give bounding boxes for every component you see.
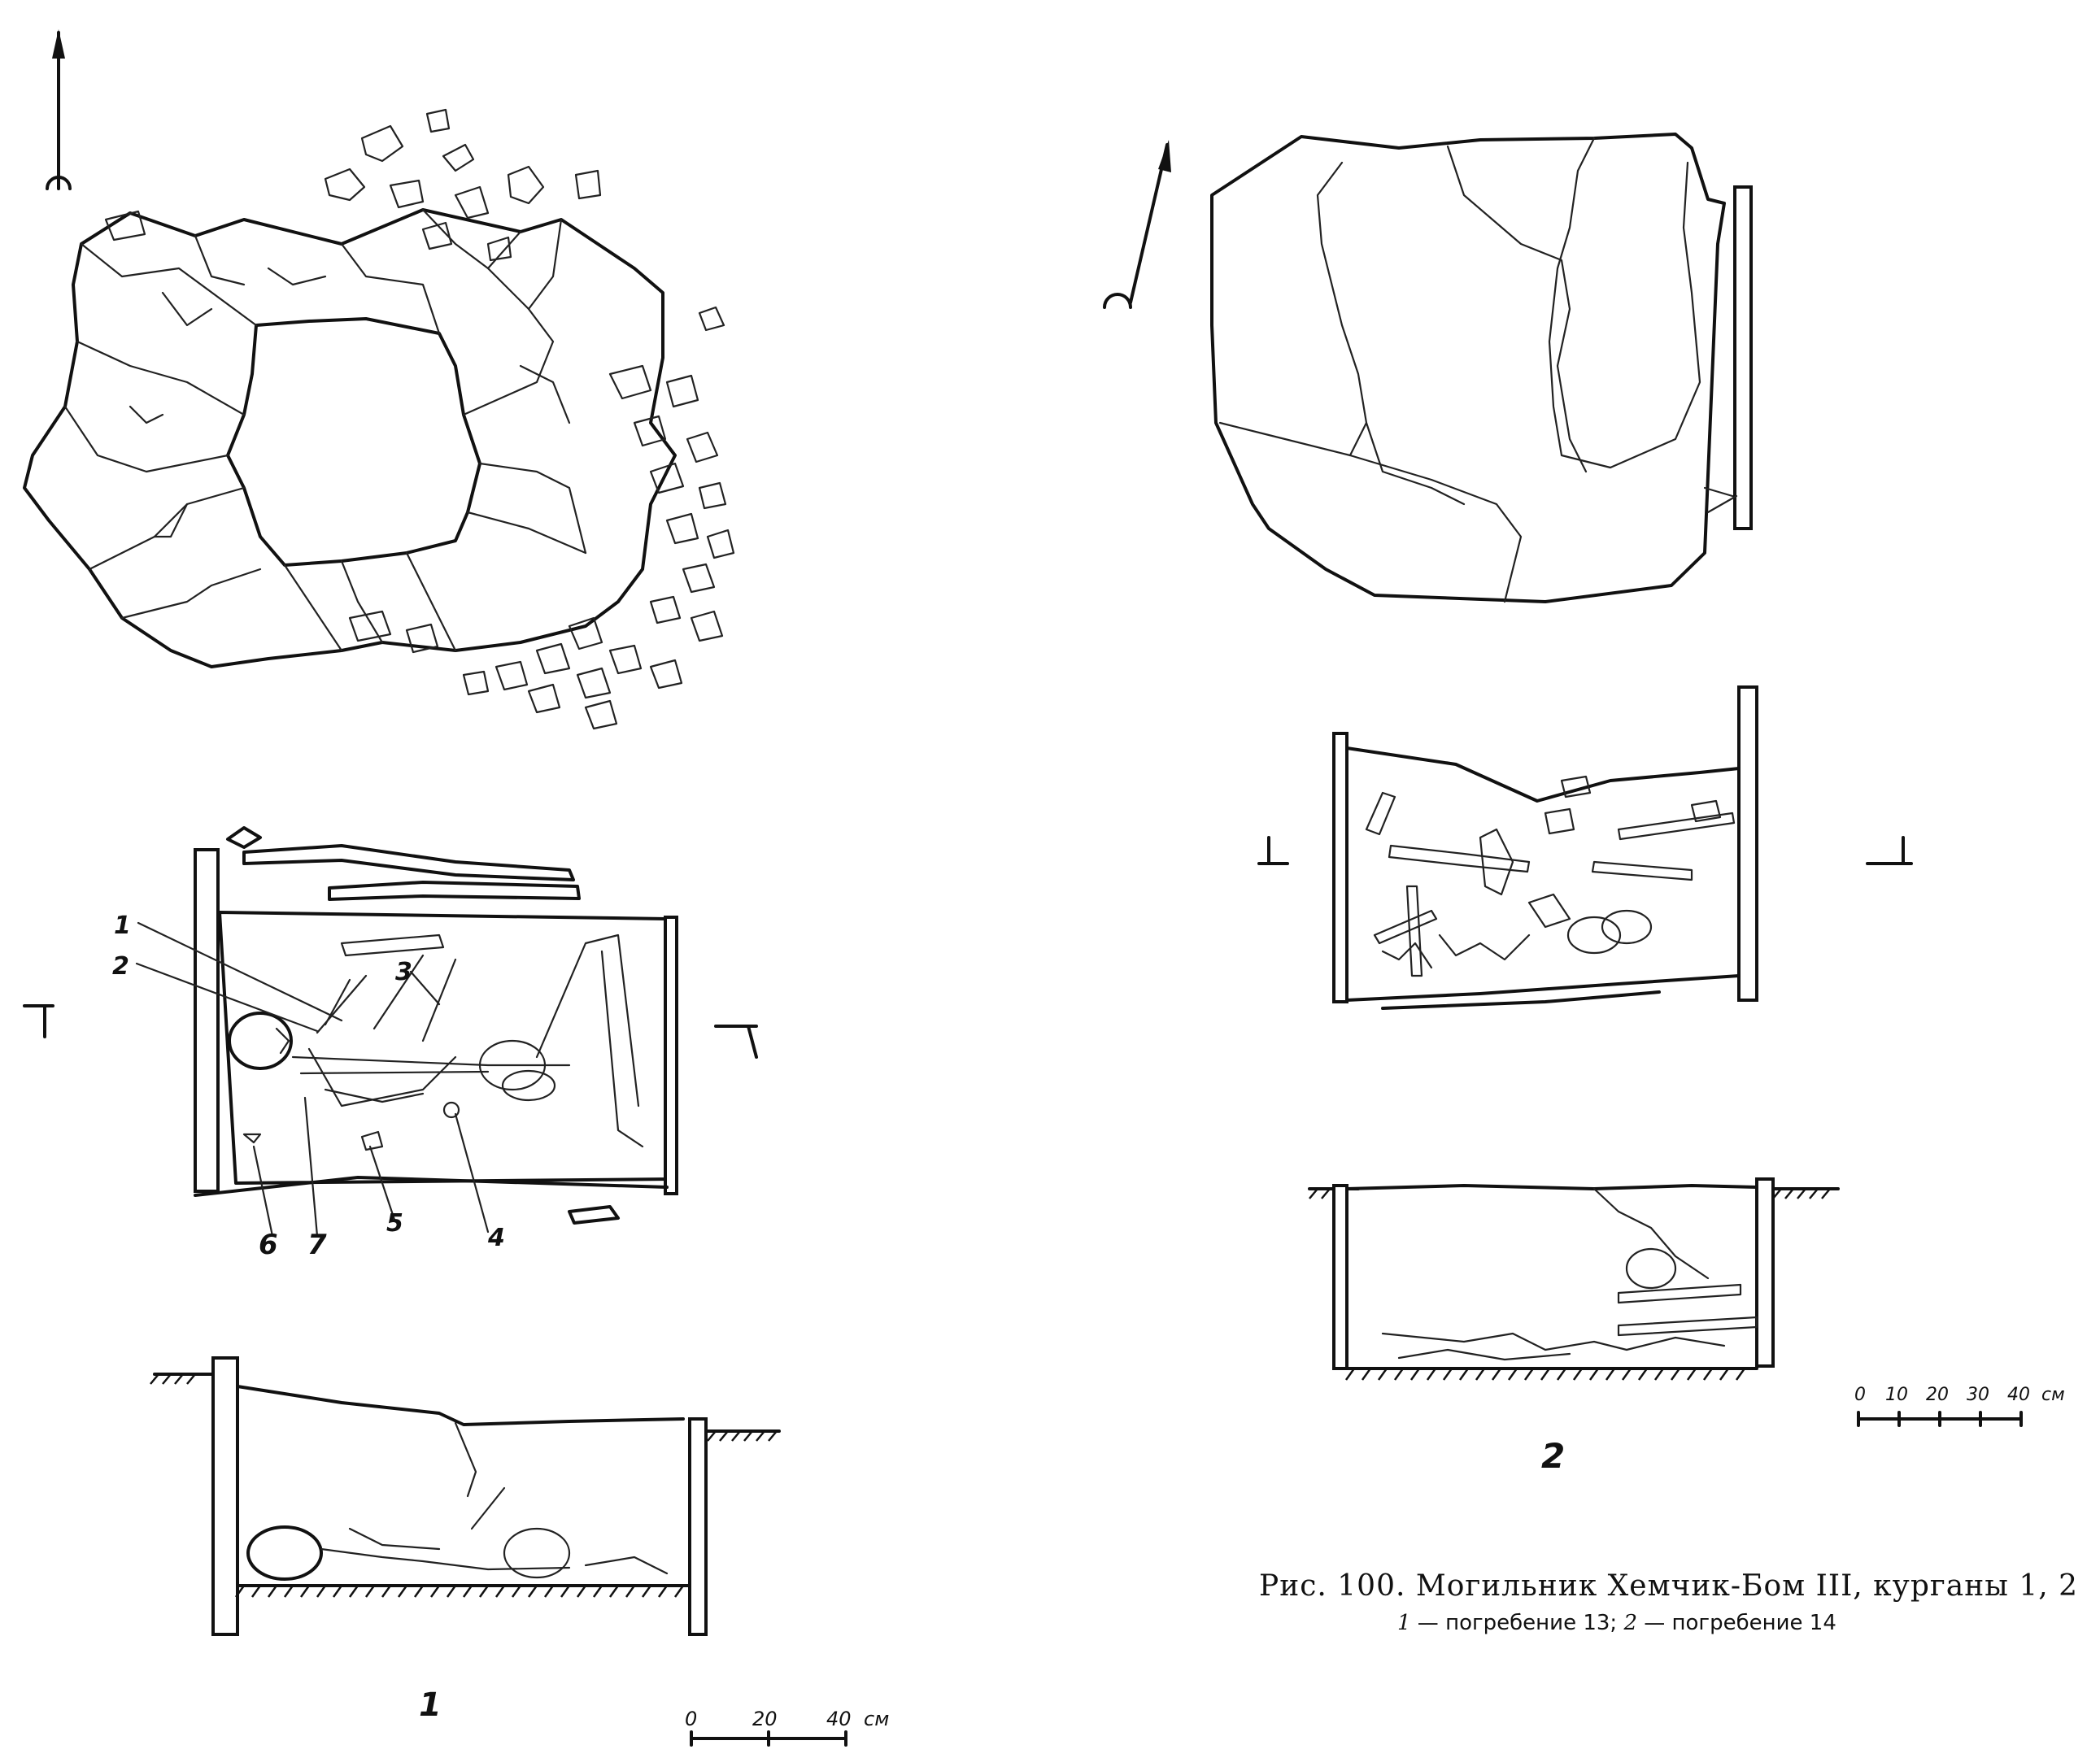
callout-1: 1	[114, 912, 131, 940]
caption-sub-1-num: 1	[1397, 1611, 1411, 1635]
callout-4: 4	[487, 1224, 505, 1252]
scale1-tick-40: 40	[826, 1708, 852, 1730]
callout-2: 2	[112, 952, 129, 981]
scale2-tick-0: 0	[1854, 1385, 1866, 1405]
figure-caption: Рис. 100. Могильник Хемчик-Бом III, кург…	[1259, 1569, 2079, 1635]
grave13-section	[150, 1356, 781, 1636]
north-arrow-icon	[1103, 140, 1171, 309]
callout-7: 7	[307, 1229, 327, 1261]
caption-title: Рис. 100. Могильник Хемчик-Бом III, кург…	[1259, 1569, 2079, 1603]
callout-5: 5	[386, 1209, 403, 1238]
grave14-plan	[1257, 685, 1913, 1010]
panel1-scale-bar: 0 20 40 см	[685, 1708, 889, 1747]
kurgan1-stone-plan	[23, 208, 677, 668]
caption-subtitle: 1 — погребение 13; 2 — погребение 14	[1397, 1611, 2040, 1635]
scale2-tick-20: 20	[1926, 1385, 1949, 1405]
scale2-tick-40: 40	[2007, 1385, 2030, 1405]
north-arrow-icon	[46, 29, 72, 190]
artefact-5	[360, 1130, 384, 1151]
callout-3: 3	[395, 958, 412, 986]
artefact-6	[242, 1133, 262, 1144]
scattered-stones	[104, 108, 735, 730]
panel1: 1 2 3 4 5 6 7	[23, 29, 889, 1747]
scale2-unit: см	[2041, 1385, 2065, 1405]
skeleton-grave13	[228, 933, 644, 1148]
bones-grave14	[1365, 775, 1736, 977]
scale2-tick-30: 30	[1967, 1385, 1989, 1405]
scale1-unit: см	[864, 1708, 889, 1730]
callout-6: 6	[259, 1229, 278, 1261]
grave14-section	[1308, 1177, 1840, 1381]
scale2-tick-10: 10	[1885, 1385, 1908, 1405]
section-marker-icon	[1257, 836, 1913, 865]
grave13-plan: 1 2 3 4 5 6 7	[23, 826, 758, 1261]
panel2-label: 2	[1541, 1436, 1565, 1476]
scale1-tick-20: 20	[752, 1708, 778, 1730]
panel2-scale-bar: 0 10 20 30 40 см	[1854, 1385, 2065, 1427]
section-marker-icon	[23, 1004, 758, 1059]
panel2: 0 10 20 30 40 см 2	[1103, 133, 2065, 1476]
caption-sub-1-text: — погребение 13;	[1410, 1611, 1618, 1635]
scale1-tick-0: 0	[685, 1708, 697, 1730]
caption-sub-2-text: — погребение 14	[1637, 1611, 1836, 1635]
caption-sub-2-num: 2	[1623, 1611, 1637, 1635]
kurgan2-slab-plan	[1210, 133, 1753, 603]
panel1-label: 1	[419, 1686, 442, 1724]
